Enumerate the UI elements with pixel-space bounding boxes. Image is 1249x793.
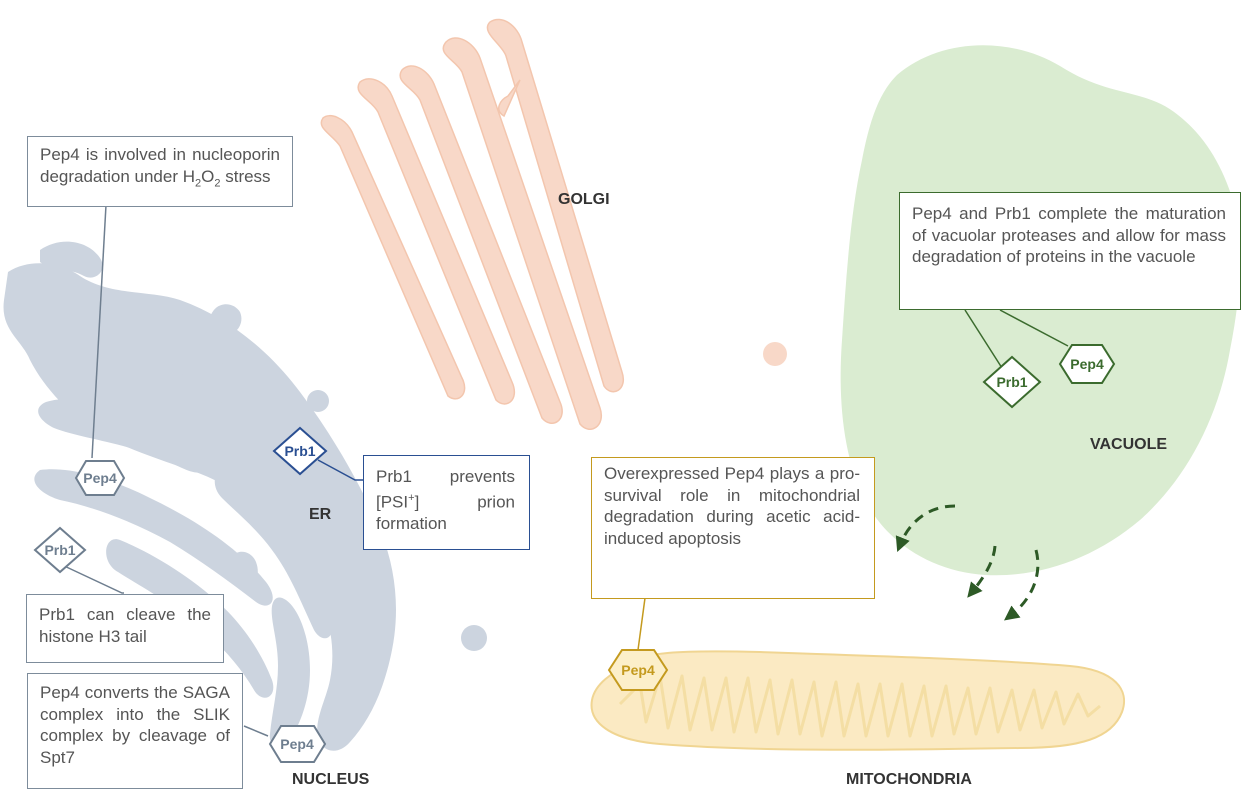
golgi-vesicle [763, 342, 787, 366]
prb1-label: Prb1 [996, 374, 1027, 390]
note-saga-slik: Pep4 converts the SAGA complex into the … [27, 673, 243, 789]
er-label: ER [309, 506, 332, 523]
note-prion-formation: Prb1 prevents [PSI+] prion formation [363, 455, 530, 550]
note-nucleoporin-degradation: Pep4 is involved in nucleoporin degradat… [27, 136, 293, 207]
nucleus-label: NUCLEUS [292, 771, 370, 788]
note-histone-cleavage: Prb1 can cleave the histone H3 tail [26, 594, 224, 663]
golgi-label: GOLGI [558, 191, 610, 208]
connector-line [244, 726, 268, 736]
connector-line [638, 598, 645, 650]
pep4-marker-nucleus: Pep4 [270, 726, 325, 762]
pep4-marker-er: Pep4 [76, 461, 124, 495]
pep4-marker-mitochondria: Pep4 [609, 650, 667, 690]
prb1-marker-nucleus: Prb1 [35, 528, 85, 572]
vacuole-label: VACUOLE [1090, 436, 1167, 453]
mitochondria-label: MITOCHONDRIA [846, 771, 972, 788]
note-mitochondrial-degradation: Overexpressed Pep4 plays a pro-survival … [591, 457, 875, 599]
note-vacuolar-proteases: Pep4 and Prb1 complete the maturation of… [899, 192, 1241, 310]
golgi-organelle [321, 19, 623, 429]
mitochondria-organelle [592, 651, 1125, 749]
pep4-label: Pep4 [1070, 356, 1104, 372]
prb1-label: Prb1 [284, 443, 315, 459]
pep4-label: Pep4 [280, 736, 314, 752]
er-vesicle [461, 625, 487, 651]
pep4-marker-vacuole: Pep4 [1060, 345, 1114, 383]
pep4-label: Pep4 [621, 662, 655, 678]
prb1-label: Prb1 [44, 542, 75, 558]
pep4-label: Pep4 [83, 470, 117, 486]
vacuole-organelle [841, 45, 1241, 575]
er-vesicle [307, 390, 329, 412]
